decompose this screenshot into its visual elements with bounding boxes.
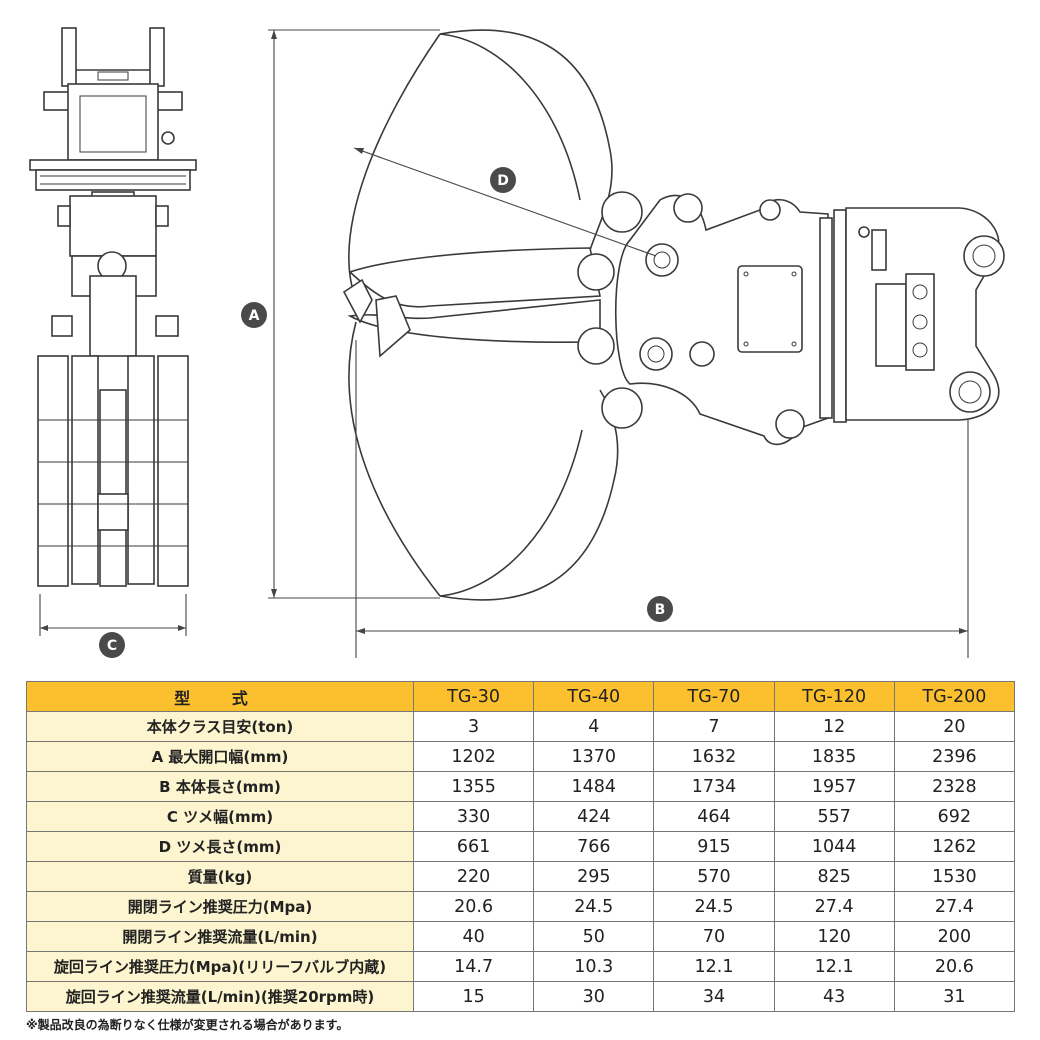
table-cell: 1370	[533, 741, 655, 772]
table-cell: 1484	[533, 771, 655, 802]
row-label: 開閉ライン推奨圧力(Mpa)	[26, 891, 414, 922]
table-cell: 20	[893, 711, 1016, 742]
model-header: TG-120	[773, 681, 895, 712]
model-header: TG-200	[893, 681, 1016, 712]
table-cell: 1835	[773, 741, 895, 772]
table-cell: 14.7	[412, 951, 535, 982]
table-cell: 70	[653, 921, 775, 952]
spec-table: 型 式 TG-30 TG-40 TG-70 TG-120 TG-200 本体クラ…	[26, 681, 1016, 1012]
table-cell: 24.5	[533, 891, 655, 922]
row-label: B 本体長さ(mm)	[26, 771, 414, 802]
table-cell: 27.4	[773, 891, 895, 922]
table-cell: 1632	[653, 741, 775, 772]
dimension-label-d: D	[490, 167, 516, 193]
row-label: 質量(kg)	[26, 861, 414, 892]
svg-text:C: C	[107, 638, 117, 654]
table-cell: 24.5	[653, 891, 775, 922]
table-cell: 4	[533, 711, 655, 742]
table-cell: 570	[653, 861, 775, 892]
table-cell: 120	[773, 921, 895, 952]
svg-text:D: D	[497, 173, 509, 189]
table-cell: 1957	[773, 771, 895, 802]
row-label: 旋回ライン推奨流量(L/min)(推奨20rpm時)	[26, 981, 414, 1012]
front-view	[29, 27, 197, 636]
footnote: ※製品改良の為断りなく仕様が変更される場合があります。	[26, 1018, 349, 1032]
table-cell: 295	[533, 861, 655, 892]
table-cell: 43	[773, 981, 895, 1012]
table-cell: 27.4	[893, 891, 1016, 922]
table-cell: 31	[893, 981, 1016, 1012]
table-cell: 2396	[893, 741, 1016, 772]
table-cell: 424	[533, 801, 655, 832]
row-label: D ツメ長さ(mm)	[26, 831, 414, 862]
table-cell: 12	[773, 711, 895, 742]
table-cell: 200	[893, 921, 1016, 952]
table-cell: 10.3	[533, 951, 655, 982]
table-cell: 464	[653, 801, 775, 832]
table-cell: 1262	[893, 831, 1016, 862]
table-cell: 3	[412, 711, 535, 742]
table-cell: 330	[412, 801, 535, 832]
row-label: C ツメ幅(mm)	[26, 801, 414, 832]
model-header: TG-30	[412, 681, 535, 712]
table-cell: 34	[653, 981, 775, 1012]
table-cell: 766	[533, 831, 655, 862]
table-cell: 1355	[412, 771, 535, 802]
corner-label: 型 式	[26, 681, 414, 712]
table-header-row: 型 式 TG-30 TG-40 TG-70 TG-120 TG-200	[26, 681, 1016, 712]
table-cell: 1202	[412, 741, 535, 772]
table-cell: 12.1	[653, 951, 775, 982]
dimension-label-b: B	[647, 596, 673, 622]
table-cell: 915	[653, 831, 775, 862]
table-cell: 40	[412, 921, 535, 952]
table-cell: 20.6	[412, 891, 535, 922]
table-cell: 20.6	[893, 951, 1016, 982]
table-cell: 661	[412, 831, 535, 862]
table-cell: 30	[533, 981, 655, 1012]
row-label: 開閉ライン推奨流量(L/min)	[26, 921, 414, 952]
table-cell: 1530	[893, 861, 1016, 892]
model-header: TG-40	[533, 681, 655, 712]
table-cell: 7	[653, 711, 775, 742]
table-cell: 50	[533, 921, 655, 952]
dimension-label-a: A	[241, 302, 267, 328]
row-label: 本体クラス目安(ton)	[26, 711, 414, 742]
table-cell: 557	[773, 801, 895, 832]
grapple-technical-drawing: A B C D	[29, 27, 1005, 658]
table-cell: 825	[773, 861, 895, 892]
table-cell: 12.1	[773, 951, 895, 982]
table-cell: 15	[412, 981, 535, 1012]
table-cell: 220	[412, 861, 535, 892]
side-view	[268, 29, 1005, 658]
row-label: 旋回ライン推奨圧力(Mpa)(リリーフバルブ内蔵)	[26, 951, 414, 982]
table-cell: 2328	[893, 771, 1016, 802]
svg-text:B: B	[655, 602, 666, 618]
table-cell: 692	[893, 801, 1016, 832]
row-label: A 最大開口幅(mm)	[26, 741, 414, 772]
dimension-label-c: C	[99, 632, 125, 658]
model-header: TG-70	[653, 681, 775, 712]
table-cell: 1734	[653, 771, 775, 802]
svg-text:A: A	[249, 308, 260, 324]
table-cell: 1044	[773, 831, 895, 862]
